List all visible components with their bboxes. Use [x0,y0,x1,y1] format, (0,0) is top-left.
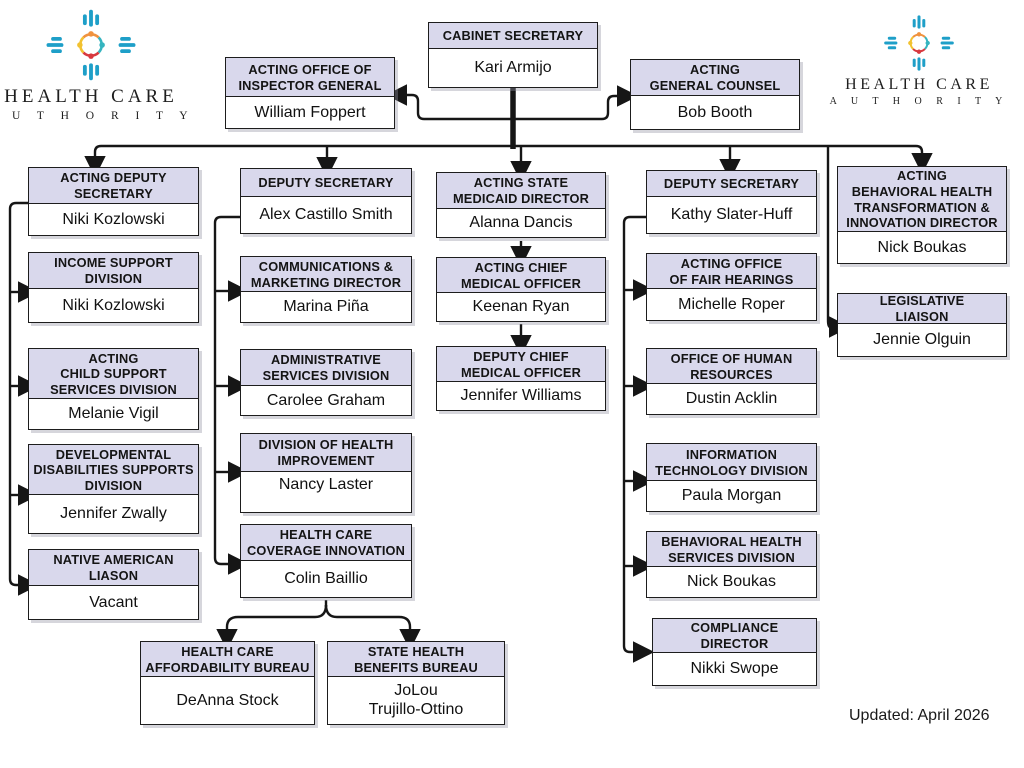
box-person: JoLou Trujillo-Ottino [327,676,505,726]
box-person: Jennifer Zwally [28,494,199,535]
box-person: Marina Piña [240,291,412,324]
box-title: ACTING DEPUTY SECRETARY [28,167,199,205]
updated-date-label: Updated: April 2026 [849,707,990,724]
box-person: Niki Kozlowski [28,288,199,324]
org-box-state-health-benefits-bureau: STATE HEALTH BENEFITS BUREAU JoLou Truji… [327,641,505,726]
box-person: Jennie Olguin [837,323,1007,358]
box-person: Keenan Ryan [436,292,606,323]
connector-group [8,84,933,663]
box-title: NATIVE AMERICAN LIASON [28,549,199,587]
box-person: DeAnna Stock [140,676,315,726]
box-title: ACTING OFFICE OF FAIR HEARINGS [646,253,817,290]
org-box-state-medicaid-director: ACTING STATE MEDICAID DIRECTOR Alanna Da… [436,172,606,239]
org-box-deputy-secretary-2: DEPUTY SECRETARY Alex Castillo Smith [240,168,412,235]
box-title: DIVISION OF HEALTH IMPROVEMENT [240,433,412,473]
box-person: Alanna Dancis [436,208,606,239]
box-title: ADMINISTRATIVE SERVICES DIVISION [240,349,412,387]
logo-text-line1: HEALTH CARE [845,76,993,93]
box-person: Paula Morgan [646,480,817,513]
org-box-general-counsel: ACTING GENERAL COUNSEL Bob Booth [630,59,800,131]
org-box-chief-medical-officer: ACTING CHIEF MEDICAL OFFICER Keenan Ryan [436,257,606,323]
zia-symbol-icon [46,9,136,81]
box-person: Colin Baillio [240,560,412,599]
box-title: BEHAVIORAL HEALTH SERVICES DIVISION [646,531,817,568]
org-box-child-support-services: ACTING CHILD SUPPORT SERVICES DIVISION M… [28,348,199,431]
box-title: DEVELOPMENTAL DISABILITIES SUPPORTS DIVI… [28,444,199,496]
org-box-income-support-division: INCOME SUPPORT DIVISION Niki Kozlowski [28,252,199,324]
zia-symbol-icon [884,15,954,71]
box-title: DEPUTY SECRETARY [240,168,412,198]
box-person: Alex Castillo Smith [240,196,412,235]
logo-text-line1: HEALTH CARE [4,86,178,107]
box-title: DEPUTY SECRETARY [646,170,817,198]
box-person: Kari Armijo [428,48,598,89]
org-box-inspector-general: ACTING OFFICE OF INSPECTOR GENERAL Willi… [225,57,395,130]
org-box-developmental-disabilities: DEVELOPMENTAL DISABILITIES SUPPORTS DIVI… [28,444,199,535]
box-person: Nikki Swope [652,652,817,687]
org-box-legislative-liaison: LEGISLATIVE LIAISON Jennie Olguin [837,293,1007,358]
org-box-deputy-chief-medical-officer: DEPUTY CHIEF MEDICAL OFFICER Jennifer Wi… [436,346,606,412]
org-box-compliance-director: COMPLIANCE DIRECTOR Nikki Swope [652,618,817,687]
box-title: ACTING OFFICE OF INSPECTOR GENERAL [225,57,395,98]
box-person: William Foppert [225,96,395,130]
hca-logo-right: HEALTH CARE A U T H O R I T Y [830,14,1002,107]
org-box-native-american-liason: NATIVE AMERICAN LIASON Vacant [28,549,199,621]
box-title: INCOME SUPPORT DIVISION [28,252,199,290]
org-box-health-care-coverage-innovation: HEALTH CARE COVERAGE INNOVATION Colin Ba… [240,524,412,599]
logo-text-line2: A U T H O R I T Y [0,110,195,122]
box-person: Carolee Graham [240,385,412,417]
logo-text-line2: A U T H O R I T Y [829,96,1009,107]
box-person: Melanie Vigil [28,398,199,431]
box-title: COMPLIANCE DIRECTOR [652,618,817,654]
box-person: Nick Boukas [646,566,817,599]
org-box-information-technology-division: INFORMATION TECHNOLOGY DIVISION Paula Mo… [646,443,817,513]
org-box-office-of-fair-hearings: ACTING OFFICE OF FAIR HEARINGS Michelle … [646,253,817,322]
box-title: CABINET SECRETARY [428,22,598,50]
org-box-administrative-services: ADMINISTRATIVE SERVICES DIVISION Carolee… [240,349,412,417]
org-box-deputy-secretary-4: DEPUTY SECRETARY Kathy Slater-Huff [646,170,817,235]
org-box-health-care-affordability-bureau: HEALTH CARE AFFORDABILITY BUREAU DeAnna … [140,641,315,726]
hca-logo-left: HEALTH CARE A U T H O R I T Y [0,8,188,122]
box-title: ACTING STATE MEDICAID DIRECTOR [436,172,606,210]
box-title: ACTING CHIEF MEDICAL OFFICER [436,257,606,294]
box-title: INFORMATION TECHNOLOGY DIVISION [646,443,817,482]
box-person: Jennifer Williams [436,381,606,412]
box-title: COMMUNICATIONS & MARKETING DIRECTOR [240,256,412,293]
box-person: Michelle Roper [646,288,817,322]
box-title: HEALTH CARE AFFORDABILITY BUREAU [140,641,315,678]
box-title: STATE HEALTH BENEFITS BUREAU [327,641,505,678]
org-box-acting-deputy-secretary: ACTING DEPUTY SECRETARY Niki Kozlowski [28,167,199,237]
box-title: ACTING BEHAVIORAL HEALTH TRANSFORMATION … [837,166,1007,233]
box-title: LEGISLATIVE LIAISON [837,293,1007,325]
box-title: ACTING GENERAL COUNSEL [630,59,800,97]
box-person: Bob Booth [630,95,800,131]
box-person: Nick Boukas [837,231,1007,265]
box-person: Vacant [28,585,199,621]
org-box-office-of-human-resources: OFFICE OF HUMAN RESOURCES Dustin Acklin [646,348,817,416]
org-box-cabinet-secretary: CABINET SECRETARY Kari Armijo [428,22,598,89]
org-box-behavioral-health-transformation: ACTING BEHAVIORAL HEALTH TRANSFORMATION … [837,166,1007,265]
org-box-communications-marketing: COMMUNICATIONS & MARKETING DIRECTOR Mari… [240,256,412,324]
org-box-division-health-improvement: DIVISION OF HEALTH IMPROVEMENT Nancy Las… [240,433,412,514]
box-person: Niki Kozlowski [28,203,199,237]
box-person: Kathy Slater-Huff [646,196,817,235]
box-title: OFFICE OF HUMAN RESOURCES [646,348,817,385]
box-person: Nancy Laster [240,471,412,514]
box-title: DEPUTY CHIEF MEDICAL OFFICER [436,346,606,383]
box-title: ACTING CHILD SUPPORT SERVICES DIVISION [28,348,199,400]
org-box-behavioral-health-services: BEHAVIORAL HEALTH SERVICES DIVISION Nick… [646,531,817,599]
box-title: HEALTH CARE COVERAGE INNOVATION [240,524,412,562]
box-person: Dustin Acklin [646,383,817,416]
